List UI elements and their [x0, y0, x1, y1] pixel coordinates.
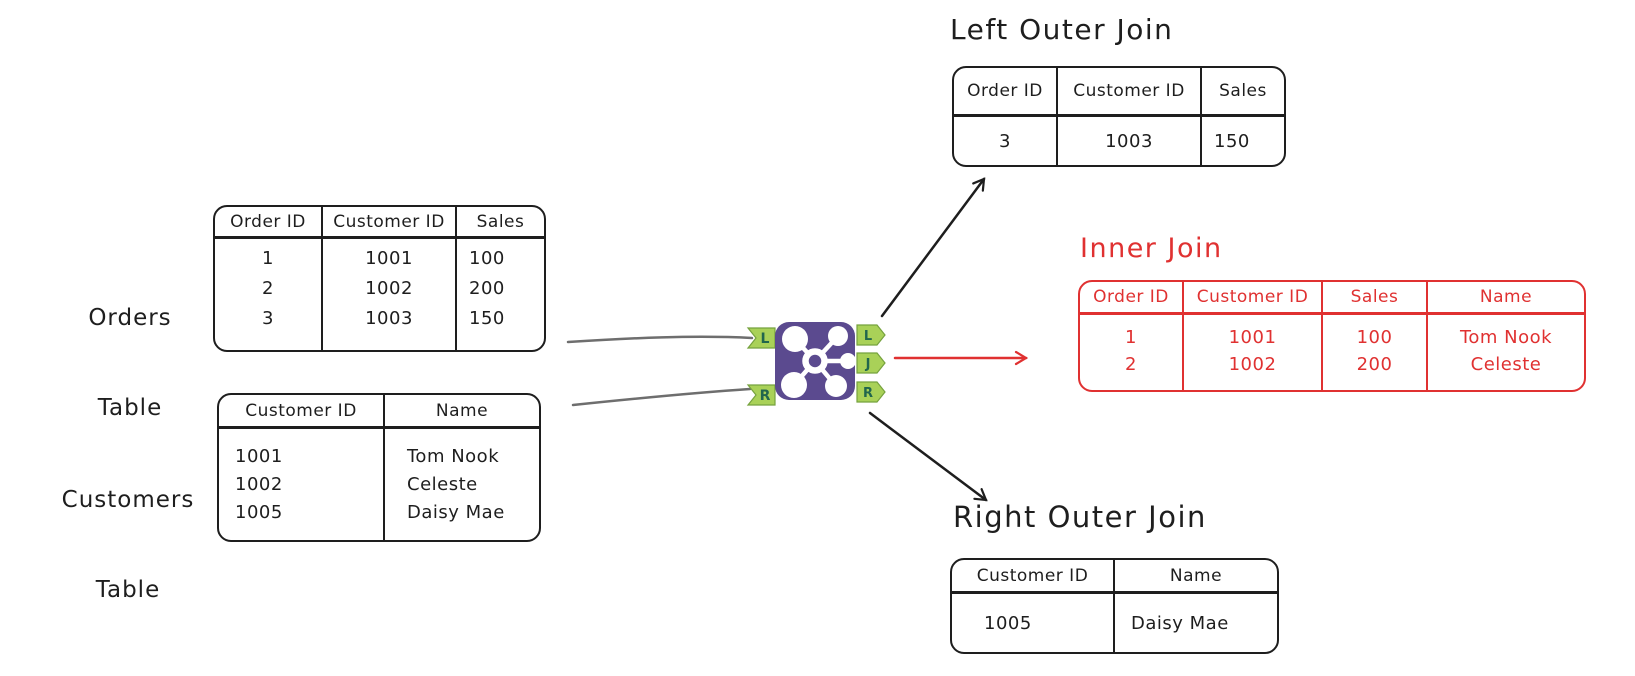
column-header: Name	[1169, 565, 1223, 586]
left-outer-join-header: Order ID Customer ID Sales	[954, 68, 1284, 117]
column-header: Order ID	[1080, 282, 1184, 312]
inner-join-header: Order ID Customer ID Sales Name	[1080, 282, 1584, 315]
right-outer-join-header: Customer ID Name	[952, 560, 1277, 594]
table-cell: 1003	[1105, 130, 1153, 152]
customers-to-right-input-line	[571, 387, 752, 407]
column-header: Customer ID	[323, 207, 457, 236]
table-cell: 150	[1214, 130, 1250, 152]
customers-table-body: 1001 1002 1005 Tom Nook Celeste Daisy Ma…	[219, 429, 539, 540]
table-cell: 1001	[1228, 327, 1277, 348]
column-header: Name	[1479, 287, 1533, 307]
column-header: Sales	[1323, 282, 1428, 312]
column-header: Name	[435, 400, 489, 421]
left-outer-join-title: Left Outer Join	[950, 13, 1174, 46]
table-cell: 1001	[235, 445, 283, 467]
inner-join-table: Order ID Customer ID Sales Name 1 2 1001…	[1078, 280, 1586, 392]
column-header: Order ID	[215, 207, 323, 236]
orders-table-header: Order ID Customer ID Sales	[215, 207, 544, 239]
table-cell: 1002	[235, 473, 283, 495]
table-cell: 3	[999, 130, 1011, 152]
arrow-to-left-outer-join	[880, 177, 986, 318]
left-outer-join-body: 3 1003 150	[954, 117, 1284, 165]
table-cell: 150	[469, 307, 505, 329]
customers-table-header: Customer ID Name	[219, 395, 539, 429]
column-header: Customer ID	[1058, 68, 1202, 114]
output-anchor-right-label: R	[863, 386, 873, 401]
table-cell: Daisy Mae	[407, 501, 505, 523]
output-anchor-left	[856, 324, 886, 346]
join-network-center-ring	[802, 348, 828, 374]
right-outer-join-body: 1005 Daisy Mae	[952, 594, 1277, 652]
table-cell: 1002	[365, 277, 413, 299]
right-outer-join-title: Right Outer Join	[953, 500, 1207, 534]
left-outer-join-table: Order ID Customer ID Sales 3 1003 150	[952, 66, 1286, 167]
table-cell: 100	[469, 247, 505, 269]
output-anchor-left-label: L	[864, 329, 872, 344]
column-header: Sales	[1219, 81, 1267, 101]
arrow-to-right-outer-join	[868, 411, 988, 502]
table-cell: Tom Nook	[407, 445, 500, 467]
table-cell: 2	[262, 277, 274, 299]
table-cell: 1002	[1228, 354, 1277, 375]
input-anchor-right	[746, 384, 776, 406]
join-network-nodes	[781, 326, 856, 398]
output-anchor-join	[856, 352, 886, 374]
column-header: Customer ID	[219, 395, 385, 426]
table-cell: 1	[262, 247, 274, 269]
table-cell: Daisy Mae	[1131, 612, 1229, 634]
table-cell: 1001	[365, 247, 413, 269]
orders-table-label: Orders Table	[88, 305, 172, 421]
output-anchor-right	[856, 381, 886, 403]
column-header: Customer ID	[1184, 282, 1323, 312]
table-cell: 200	[1356, 354, 1393, 375]
table-cell: Celeste	[1470, 354, 1542, 375]
table-cell: Celeste	[407, 473, 478, 495]
table-cell: 1005	[984, 612, 1032, 634]
inner-join-body: 1 2 1001 1002 100 200 Tom Nook Celeste	[1080, 315, 1584, 390]
input-anchor-left	[746, 327, 776, 349]
customers-table: Customer ID Name 1001 1002 1005 Tom Nook…	[217, 393, 541, 542]
column-header: Customer ID	[952, 560, 1115, 591]
output-anchor-join-label: J	[865, 357, 871, 372]
table-cell: 1	[1125, 327, 1137, 348]
column-header: Sales	[476, 211, 525, 232]
orders-table: Order ID Customer ID Sales 1 2 3 1001 10…	[213, 205, 546, 352]
customers-table-label: Customers Table	[61, 487, 195, 603]
input-anchor-left-label: L	[761, 331, 770, 347]
input-anchor-right-label: R	[760, 388, 771, 404]
orders-table-body: 1 2 3 1001 1002 1003 100 200 150	[215, 239, 544, 350]
table-cell: 3	[262, 307, 274, 329]
table-cell: Tom Nook	[1459, 327, 1553, 348]
table-cell: 1003	[365, 307, 413, 329]
inner-join-title: Inner Join	[1080, 233, 1223, 264]
table-cell: 100	[1356, 327, 1393, 348]
right-outer-join-table: Customer ID Name 1005 Daisy Mae	[950, 558, 1279, 654]
table-cell: 1005	[235, 501, 283, 523]
column-header: Order ID	[954, 68, 1058, 114]
join-tool-icon: L R L J	[746, 322, 886, 406]
table-cell: 200	[469, 277, 505, 299]
orders-to-left-input-line	[566, 335, 754, 344]
table-cell: 2	[1125, 354, 1137, 375]
join-tool-node: L R L J	[745, 315, 887, 410]
